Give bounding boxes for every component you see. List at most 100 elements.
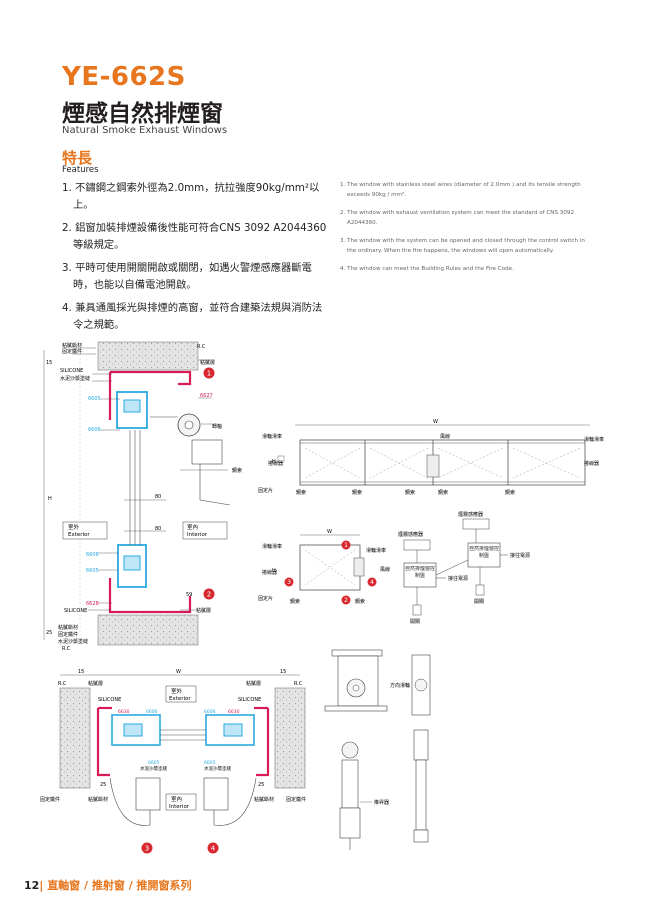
vertical-section-drawing: 粘膩斷材 固定鐵件 R.C 粘膩層 SILICONE 水泥沙漿塗縫 6605 6… xyxy=(43,341,242,652)
label-6630b: 6630 xyxy=(228,709,240,715)
tag-3b-text: 3 xyxy=(287,579,291,586)
label-direction-pulley: 方向滑輪 xyxy=(390,682,410,689)
label-6627: 6627 xyxy=(200,393,213,399)
model-number: YE-662S xyxy=(62,62,186,92)
label-winch-c: 捲線器 xyxy=(262,569,277,576)
label-pulley-b: 滑輪滑車 xyxy=(584,436,604,443)
footer-series: 直軸窗 / 推射窗 / 推開窗系列 xyxy=(47,879,192,892)
label-power-a: 接往電源 xyxy=(510,552,530,559)
label-rc-b: R.C xyxy=(62,646,71,652)
label-15: 15 xyxy=(46,360,52,366)
label-exterior-zh-b: 室外 xyxy=(171,687,183,695)
label-controller-b: 自然排煙窗控制盤 xyxy=(469,546,499,559)
label-W-b: W xyxy=(327,529,332,535)
label-6606: 6606 xyxy=(88,427,101,433)
label-fixed-d: 固定鐵件 xyxy=(286,796,306,803)
tag-2b-icon xyxy=(341,595,351,605)
label-mortar: 水泥沙漿塗縫 xyxy=(60,375,90,382)
switch-icon-b xyxy=(475,584,485,596)
sash-bottom-profile xyxy=(117,544,147,588)
page-number: 12 xyxy=(24,879,40,892)
features-list-zh: 1. 不鏽鋼之鋼索外徑為2.0mm，抗拉強度90kg/mm²以上。 2. 鋁窗加… xyxy=(62,180,330,340)
label-pulley-a: 滑輪滑車 xyxy=(262,433,282,440)
label-59: 59 xyxy=(186,592,192,598)
label-sealant-b: 粘膩層 xyxy=(196,607,211,614)
label-25: 25 xyxy=(46,630,52,636)
label-6605d: 6605 xyxy=(204,760,216,766)
tag-4-icon xyxy=(207,842,219,854)
label-mortar-b: 水泥沙漿塗縫 xyxy=(58,638,88,645)
label-rc-c: R.C xyxy=(58,681,67,687)
label-exterior-en: Exterior xyxy=(68,532,90,538)
concrete-head xyxy=(97,341,199,371)
label-25b: 25 xyxy=(100,782,106,788)
label-exterior-en-b: Exterior xyxy=(169,696,191,702)
feature-en-item: 1. The window with stainless steel wires… xyxy=(340,182,581,198)
label-pulley-c: 滑輪滑車 xyxy=(262,543,282,550)
label-power-b: 接往電源 xyxy=(448,575,468,582)
label-6606b: 6606 xyxy=(86,552,99,558)
horizontal-section-drawing: W 15 15 R.C R.C 粘膩層 粘膩層 SILICONE SILICON… xyxy=(40,669,306,854)
tag-2-text: 2 xyxy=(207,591,211,599)
label-fixed-b: 固定鐵件 xyxy=(58,631,78,638)
elevation-system-drawing: W 滑輪滑車 滑輪滑車 風線 捲線器 捲線器 固定片 鋼索 鋼索 鋼索 鋼索 鋼… xyxy=(258,419,604,496)
hardware-detail-drawing: 方向滑輪 推昇器 xyxy=(324,649,431,850)
label-25c: 25 xyxy=(258,782,264,788)
label-6606c: 6606 xyxy=(146,709,158,715)
feature-en-item: 4. The window can meet the Building Rule… xyxy=(340,266,514,272)
technical-drawings: 粘膩斷材 固定鐵件 R.C 粘膩層 SILICONE 水泥沙漿塗縫 6605 6… xyxy=(40,341,604,854)
feature-zh-item: 3. 平時可使用開關開啟或關閉，如遇火警煙感應器斷電時，也能以自備電池開啟。 xyxy=(62,262,312,291)
feature-zh-item: 2. 鋁窗加裝排煙設備後性能可符合CNS 3092 A2044360等級規定。 xyxy=(62,222,327,251)
label-cable-e5: 鋼索 xyxy=(505,489,515,496)
label-fixed: 固定鐵件 xyxy=(62,348,82,355)
product-title-zh: 煙感自然排煙窗 xyxy=(62,101,223,127)
label-hinge: 轉軸 xyxy=(212,423,222,430)
label-winch-a: 捲線器 xyxy=(268,460,283,467)
label-lock-b: 固定片 xyxy=(258,595,273,602)
label-interior-en-b: Interior xyxy=(169,804,190,810)
label-15b: 15 xyxy=(78,669,84,675)
controller-box-b xyxy=(467,542,501,568)
label-controller-a: 自然排煙窗控制盤 xyxy=(405,566,435,579)
label-6606d: 6606 xyxy=(204,709,216,715)
label-silicone: SILICONE xyxy=(60,368,83,374)
feature-en-item: 2. The window with exhaust ventilation s… xyxy=(340,210,575,226)
label-H-b: H xyxy=(272,568,276,574)
feature-zh-item: 1. 不鏽鋼之鋼索外徑為2.0mm，抗拉強度90kg/mm²以上。 xyxy=(62,182,320,211)
label-drive-unit: 推昇器 xyxy=(374,799,389,806)
label-silicone-d: SILICONE xyxy=(238,697,261,703)
label-mat-c: 粘膩斷材 xyxy=(88,796,108,803)
label-80a: 80 xyxy=(155,494,161,500)
concrete-sill xyxy=(97,614,199,646)
label-80b: 80 xyxy=(155,526,161,532)
feature-en-item: 3. The window with the system can be ope… xyxy=(340,238,585,254)
label-cable-c1: 鋼索 xyxy=(290,598,300,605)
label-wire-b: 風線 xyxy=(380,566,390,573)
feature-zh-item: 4. 兼具通風採光與排煙的高窗，並符合建築法規與消防法令之規範。 xyxy=(62,302,323,331)
tag-3-text: 3 xyxy=(145,845,149,853)
tag-4b-icon xyxy=(367,577,377,587)
label-winch-b: 捲線器 xyxy=(584,460,599,467)
label-6605b: 6605 xyxy=(86,568,99,574)
features-heading-zh: 特長 xyxy=(62,149,93,167)
label-interior-en: Interior xyxy=(187,532,208,538)
label-rc: R.C xyxy=(197,344,206,350)
tag-4b-text: 4 xyxy=(370,579,374,586)
label-W-c: W xyxy=(176,669,181,675)
label-exterior-zh: 室外 xyxy=(68,523,80,531)
product-title-en: Natural Smoke Exhaust Windows xyxy=(62,125,228,136)
tag-2b-text: 2 xyxy=(344,597,348,604)
controller-box-a xyxy=(403,562,437,588)
sash-top-profile xyxy=(116,391,148,429)
label-fixed-c: 固定鐵件 xyxy=(40,796,60,803)
label-6628: 6628 xyxy=(86,601,99,607)
label-cable-c2: 鋼索 xyxy=(355,598,365,605)
tag-2-icon xyxy=(203,588,215,600)
label-silicone-b: SILICONE xyxy=(64,608,87,614)
label-mortar-c: 水泥沙漿塗縫 xyxy=(140,765,167,772)
label-6605c: 6605 xyxy=(148,760,160,766)
label-mat-d: 粘膩斷材 xyxy=(254,796,274,803)
label-15c: 15 xyxy=(280,669,286,675)
label-wire: 風線 xyxy=(440,433,450,440)
label-mat-b: 粘膩斷材 xyxy=(58,624,78,631)
